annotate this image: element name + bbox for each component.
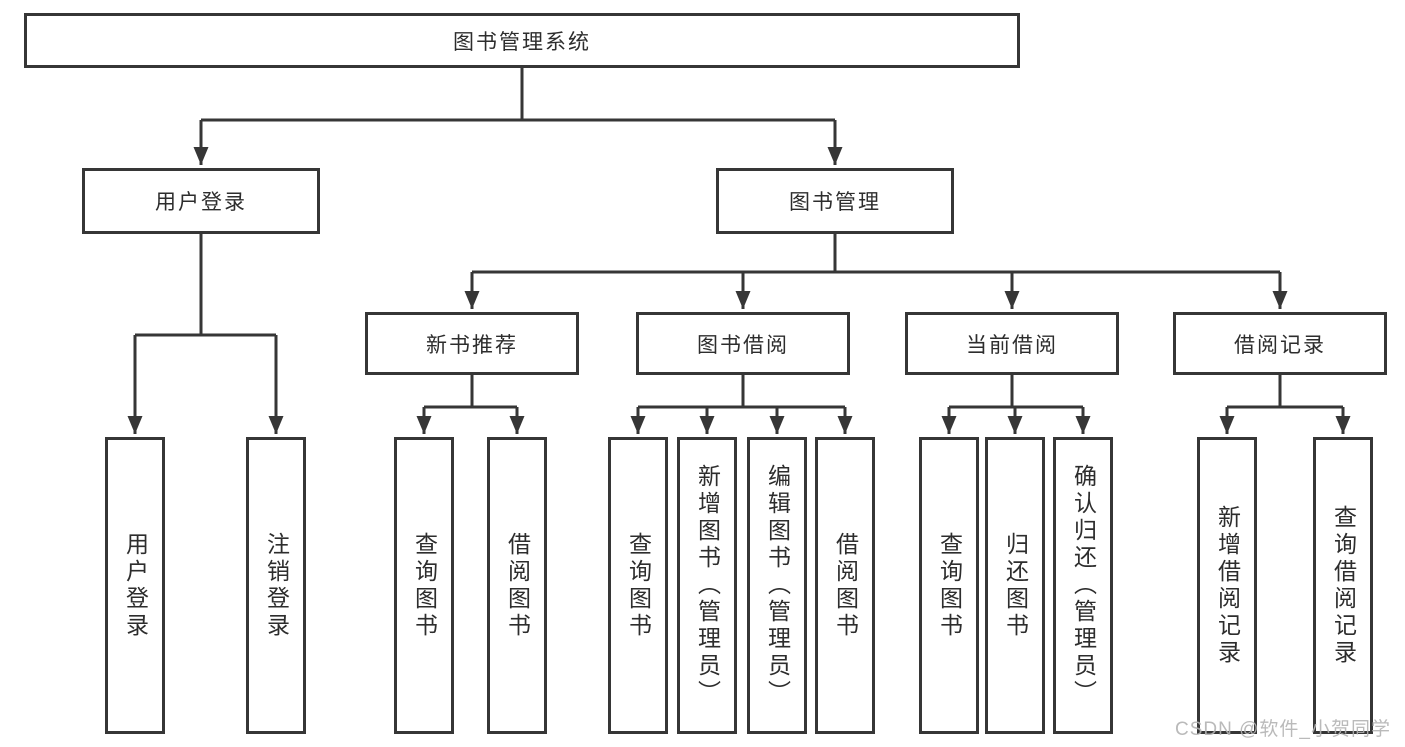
leaf-cb-return-books-label: 归还图书 — [1002, 531, 1029, 640]
node-borrow-records: 借阅记录 — [1173, 312, 1387, 375]
leaf-bb-query-books: 查询图书 — [608, 437, 668, 734]
node-root: 图书管理系统 — [24, 13, 1020, 68]
leaf-user-login: 用户登录 — [105, 437, 165, 734]
leaf-nbr-query-books: 查询图书 — [394, 437, 454, 734]
leaf-br-query-record: 查询借阅记录 — [1313, 437, 1373, 734]
node-book-borrow-label: 图书借阅 — [697, 333, 789, 357]
leaf-logout: 注销登录 — [246, 437, 306, 734]
leaf-bb-edit-books-admin: 编辑图书（管理员） — [747, 437, 807, 734]
leaf-nbr-borrow-books: 借阅图书 — [487, 437, 547, 734]
node-user-login-label: 用户登录 — [155, 191, 247, 214]
leaf-br-add-record: 新增借阅记录 — [1197, 437, 1257, 734]
leaf-cb-query-books: 查询图书 — [919, 437, 979, 734]
leaf-nbr-borrow-books-label: 借阅图书 — [504, 531, 531, 640]
node-book-management: 图书管理 — [716, 168, 954, 234]
leaf-cb-confirm-return-admin: 确认归还（管理员） — [1053, 437, 1113, 734]
node-root-label: 图书管理系统 — [453, 30, 591, 54]
leaf-nbr-query-books-label: 查询图书 — [411, 531, 438, 640]
node-user-login: 用户登录 — [82, 168, 320, 234]
leaf-br-add-record-label: 新增借阅记录 — [1214, 504, 1241, 667]
leaf-cb-return-books: 归还图书 — [985, 437, 1045, 734]
leaf-bb-add-books-admin: 新增图书（管理员） — [677, 437, 737, 734]
node-current-borrow-label: 当前借阅 — [966, 333, 1058, 357]
leaf-bb-add-books-admin-label: 新增图书（管理员） — [694, 464, 721, 707]
leaf-cb-query-books-label: 查询图书 — [936, 531, 963, 640]
node-new-book-recommend: 新书推荐 — [365, 312, 579, 375]
leaf-logout-label: 注销登录 — [263, 531, 290, 640]
leaf-bb-edit-books-admin-label: 编辑图书（管理员） — [764, 464, 791, 707]
node-book-management-label: 图书管理 — [789, 191, 881, 214]
leaf-bb-query-books-label: 查询图书 — [625, 531, 652, 640]
node-new-book-recommend-label: 新书推荐 — [426, 333, 518, 357]
csdn-watermark: CSDN @软件_小贺同学 — [1175, 719, 1391, 740]
node-current-borrow: 当前借阅 — [905, 312, 1119, 375]
leaf-br-query-record-label: 查询借阅记录 — [1330, 504, 1357, 667]
node-book-borrow: 图书借阅 — [636, 312, 850, 375]
leaf-bb-borrow-books-label: 借阅图书 — [832, 531, 859, 640]
leaf-user-login-label: 用户登录 — [122, 531, 149, 640]
leaf-cb-confirm-return-admin-label: 确认归还（管理员） — [1070, 464, 1097, 707]
leaf-bb-borrow-books: 借阅图书 — [815, 437, 875, 734]
node-borrow-records-label: 借阅记录 — [1234, 333, 1326, 357]
